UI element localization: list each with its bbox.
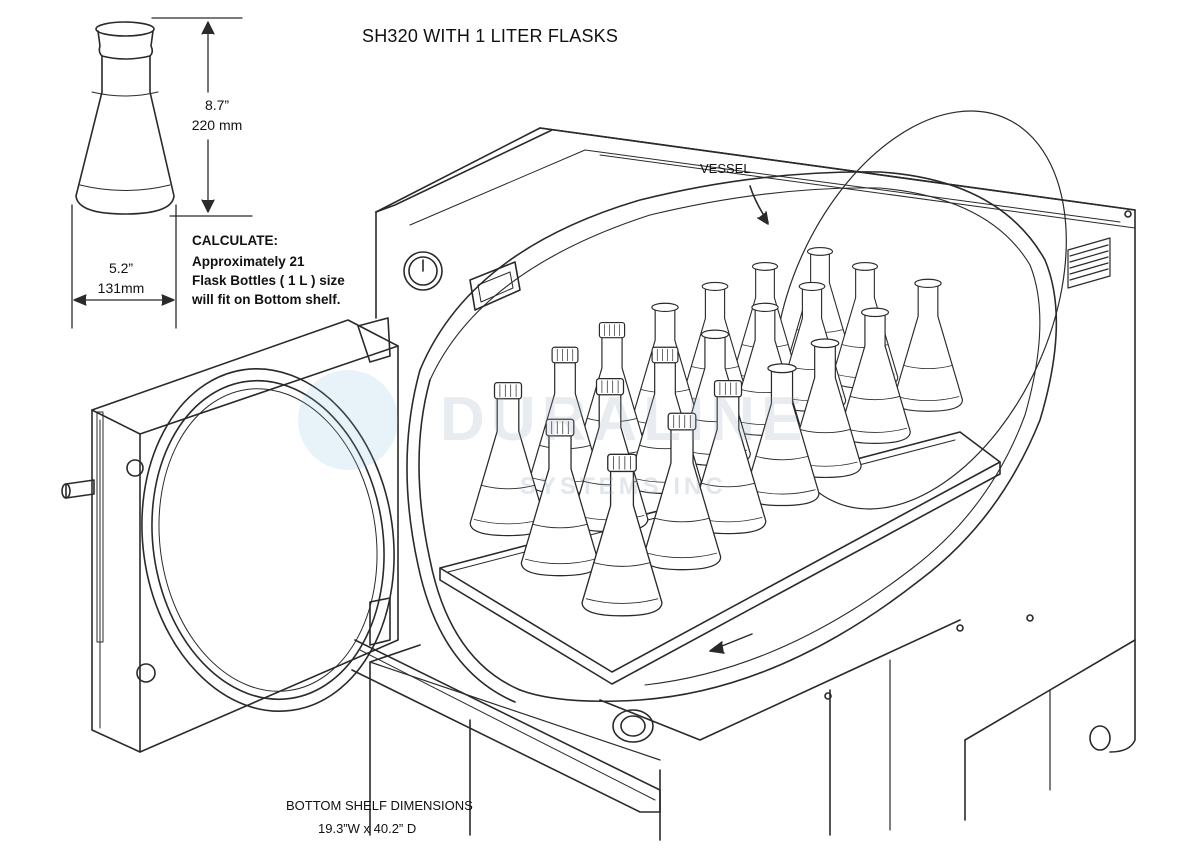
page-title: SH320 WITH 1 LITER FLASKS xyxy=(362,26,619,46)
flask-cap xyxy=(545,418,575,437)
flask-cap xyxy=(595,377,625,396)
door xyxy=(61,317,399,753)
watermark-logo xyxy=(298,370,398,470)
flasks-group xyxy=(469,246,964,617)
flask-cap xyxy=(607,453,637,473)
flask-cap xyxy=(598,321,626,339)
flask-cap xyxy=(713,379,743,398)
flask xyxy=(689,379,767,535)
flask xyxy=(581,453,663,617)
flask xyxy=(469,381,547,537)
vessel xyxy=(406,110,1067,703)
calculate-line-3: will fit on Bottom shelf. xyxy=(192,292,341,307)
vessel-label: VESSEL xyxy=(700,161,751,176)
flask-width-mm: 131mm xyxy=(97,280,145,296)
watermark-text: DURALINE xyxy=(440,385,809,454)
flask-cap xyxy=(551,346,579,364)
calculate-line-2: Flask Bottles ( 1 L ) size xyxy=(192,273,345,288)
flask-width-in: 5.2” xyxy=(108,260,134,276)
flask-cap xyxy=(651,346,679,364)
sample-flask xyxy=(75,21,175,215)
flask-height-mm: 220 mm xyxy=(191,117,243,133)
flask-cap xyxy=(667,412,697,431)
flask xyxy=(892,278,964,412)
watermark-subtext: SYSTEMS INC xyxy=(520,473,727,500)
dimension-lines xyxy=(71,17,253,329)
calculate-heading: CALCULATE: xyxy=(192,233,278,248)
bottom-shelf-dimensions: 19.3”W x 40.2” D xyxy=(318,821,417,836)
flask-height-in: 8.7” xyxy=(204,97,230,113)
bottom-shelf-heading: BOTTOM SHELF DIMENSIONS xyxy=(286,798,473,813)
calculate-line-1: Approximately 21 xyxy=(192,254,305,269)
flask-cap xyxy=(493,381,523,400)
